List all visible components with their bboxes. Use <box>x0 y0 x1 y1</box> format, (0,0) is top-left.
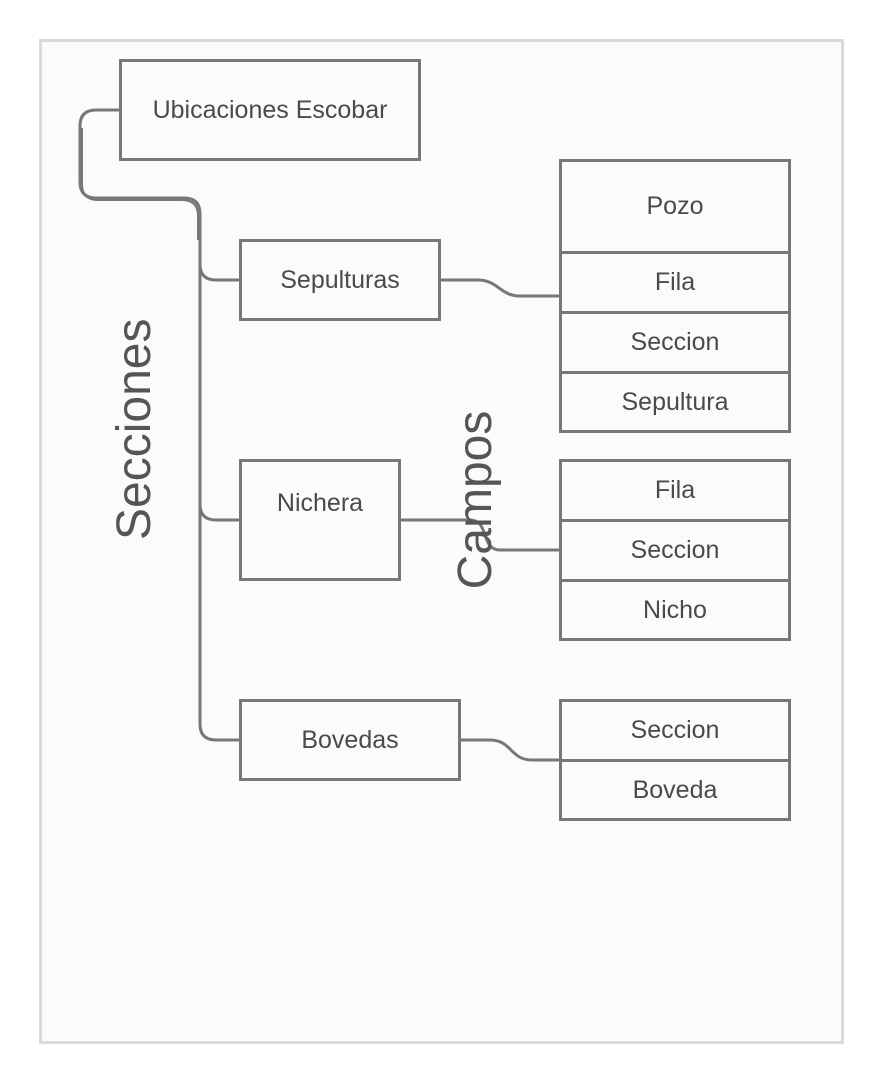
root-node-label: Ubicaciones Escobar <box>152 95 388 124</box>
field-node: Seccion <box>559 699 791 762</box>
connector-trunk-duplicate <box>81 128 199 240</box>
field-node-label: Seccion <box>630 328 720 356</box>
connector-root-to-sepulturas <box>78 108 240 282</box>
connector-trunk-to-bovedas <box>198 500 240 742</box>
field-node-label: Seccion <box>630 716 720 744</box>
field-node: Nicho <box>559 579 791 641</box>
field-node: Fila <box>559 459 791 522</box>
field-node-label: Seccion <box>630 536 720 564</box>
field-node: Sepultura <box>559 371 791 433</box>
section-node-label: Nichera <box>276 489 364 517</box>
section-node-label: Sepulturas <box>280 265 400 294</box>
section-node-bovedas: Bovedas <box>239 699 461 781</box>
field-node-label: Pozo <box>646 192 704 220</box>
field-node-label: Fila <box>654 476 696 504</box>
field-node: Fila <box>559 251 791 314</box>
field-node: Seccion <box>559 519 791 582</box>
connector-sepulturas-to-fields <box>440 278 560 298</box>
root-node: Ubicaciones Escobar <box>119 59 421 161</box>
secciones-label: Secciones <box>108 318 161 540</box>
field-node-label: Sepultura <box>621 387 729 416</box>
connector-trunk-to-nichera <box>198 260 240 522</box>
connector-nichera-to-fields <box>400 518 560 552</box>
field-node-label: Fila <box>654 268 696 296</box>
campos-label: Campos <box>449 410 502 590</box>
section-node-nichera: Nichera <box>239 459 401 581</box>
field-node: Boveda <box>559 759 791 821</box>
connector-bovedas-to-fields <box>460 738 560 762</box>
field-node: Seccion <box>559 311 791 374</box>
section-node-label: Bovedas <box>301 725 399 754</box>
section-node-sepulturas: Sepulturas <box>239 239 441 321</box>
field-node-label: Boveda <box>632 775 718 804</box>
field-node-label: Nicho <box>643 595 707 624</box>
field-node: Pozo <box>559 159 791 254</box>
